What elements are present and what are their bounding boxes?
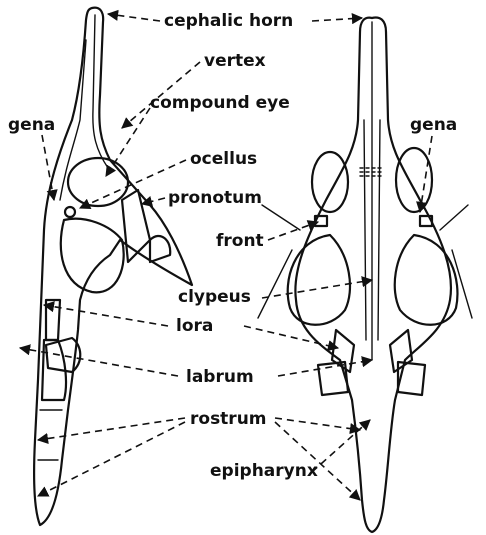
frontal-horn-outline — [295, 18, 451, 532]
lead-compound-eye — [106, 108, 150, 176]
label-gena-left: gena — [8, 115, 55, 135]
ocellus-shape — [65, 207, 75, 217]
lead-labrum-right — [278, 360, 372, 376]
label-epipharynx: epipharynx — [210, 461, 318, 481]
lead-rostrum-left-1 — [38, 418, 185, 440]
frontal-view-head — [258, 18, 472, 532]
label-labrum: labrum — [186, 367, 254, 387]
label-ocellus: ocellus — [190, 149, 257, 169]
cephalic-horn-outline — [34, 8, 192, 525]
lora-right — [390, 330, 412, 372]
label-clypeus: clypeus — [178, 287, 251, 307]
lead-gena-right — [420, 136, 432, 212]
pronotum-knob — [150, 236, 170, 262]
lead-cephalic-horn-right — [312, 18, 362, 21]
rostrum-rings — [38, 410, 62, 460]
label-compound-eye: compound eye — [150, 93, 290, 113]
lead-gena-left — [42, 135, 54, 200]
label-rostrum: rostrum — [190, 409, 267, 429]
compound-eye-shape — [68, 158, 128, 206]
lead-lora-left — [44, 305, 168, 326]
label-lora: lora — [176, 316, 213, 336]
label-cephalic-horn: cephalic horn — [164, 11, 293, 31]
lead-rostrum-right-1 — [275, 418, 360, 430]
lateral-view-head — [34, 8, 192, 525]
lead-cephalic-horn-left — [108, 14, 160, 21]
lead-lora-right — [244, 326, 338, 348]
compound-eye-right — [396, 148, 432, 212]
label-vertex: vertex — [204, 51, 266, 71]
lead-rostrum-left-2 — [38, 422, 185, 496]
label-front: front — [216, 231, 264, 251]
label-gena-right: gena — [410, 115, 457, 135]
labels: cephalic horn vertex compound eye gena o… — [8, 11, 457, 481]
compound-eye-left — [312, 152, 348, 212]
gena-lobe — [61, 219, 124, 293]
lead-clypeus — [262, 280, 372, 298]
label-pronotum: pronotum — [168, 188, 262, 208]
